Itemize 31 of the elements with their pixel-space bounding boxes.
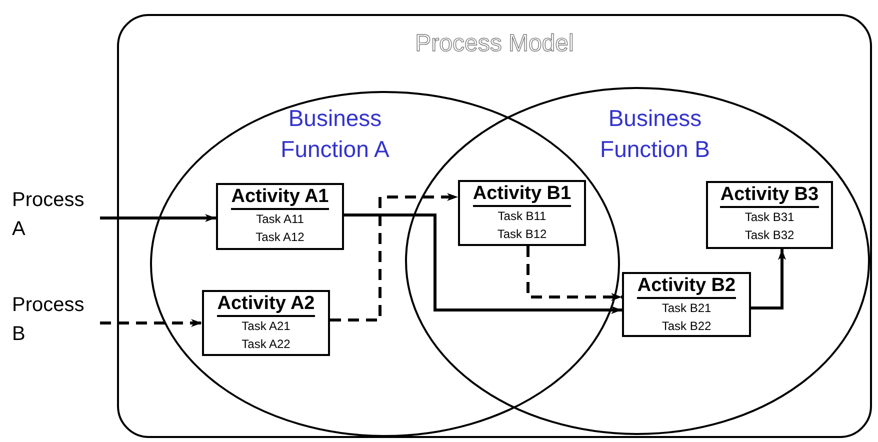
task-text: Task A11	[256, 212, 304, 226]
function-heading: Business Function A	[280, 104, 390, 164]
activity-box	[458, 180, 586, 246]
activity-heading: Activity B3	[720, 185, 819, 208]
arrow	[526, 246, 622, 301]
activity-box	[706, 181, 833, 249]
activity-box	[216, 183, 344, 250]
process-label: Process A	[12, 189, 84, 240]
arrow	[100, 319, 202, 327]
activity-heading: Activity A1	[231, 187, 329, 210]
task-text: Task B21	[662, 300, 712, 315]
activity-box	[622, 272, 751, 337]
arrow	[100, 214, 216, 222]
function-heading: Business Function B	[599, 104, 711, 164]
frame-heading: Process Model	[414, 30, 575, 58]
arrow	[751, 249, 786, 310]
task-text: Task B12	[497, 226, 547, 241]
task-text: Task B22	[662, 318, 712, 333]
task-text: Task B32	[744, 228, 794, 242]
task-text: Task A21	[242, 318, 290, 333]
task-text: Task B31	[744, 210, 794, 224]
task-text: Task A22	[242, 336, 290, 351]
task-text: Task B11	[498, 208, 546, 223]
task-text: Task A12	[256, 230, 304, 244]
arrow	[330, 193, 458, 322]
activity-heading: Activity B2	[637, 276, 736, 299]
arrow	[344, 214, 622, 314]
activity-heading: Activity A2	[217, 294, 315, 317]
process-label: Process B	[12, 294, 84, 345]
activity-heading: Activity B1	[472, 184, 572, 207]
activity-box	[202, 290, 330, 356]
